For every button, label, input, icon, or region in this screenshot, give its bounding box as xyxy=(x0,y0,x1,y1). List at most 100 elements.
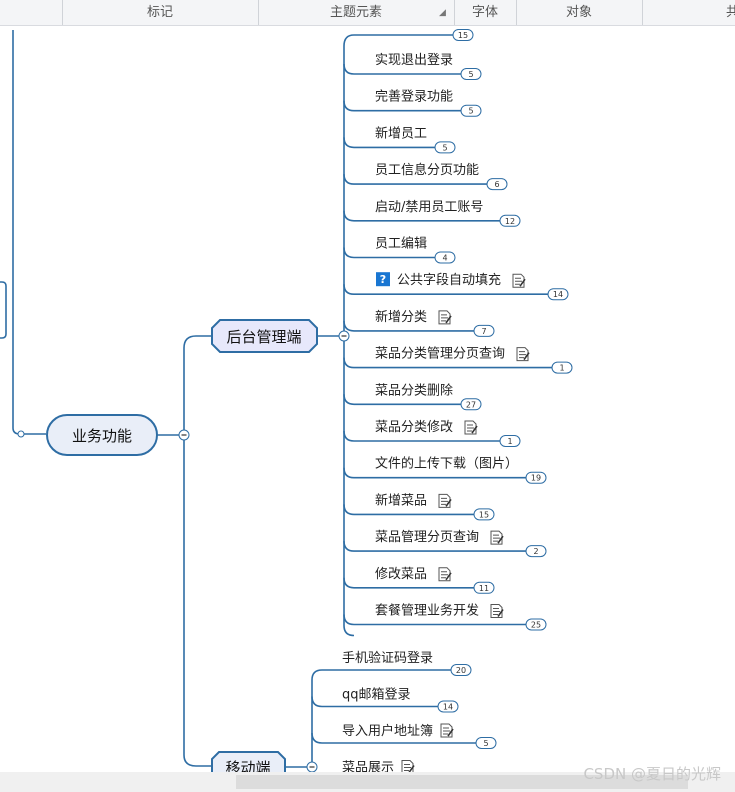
tab-topic-element[interactable]: 主题元素 xyxy=(258,0,455,25)
backend-topic-10-count-badge[interactable] xyxy=(460,398,482,411)
tab-share[interactable]: 共 xyxy=(726,5,735,20)
backend-topic-4-label: 员工信息分页功能 xyxy=(375,162,479,178)
central-node-label: 业务功能 xyxy=(72,427,132,445)
backend-topic-11-label: 菜品分类修改 xyxy=(375,420,453,435)
backend-topic-10-count-badge-label: 27 xyxy=(466,400,476,409)
ribbon-tab-bar: 标记 主题元素 ◢ 字体 对象 共 xyxy=(0,0,735,26)
backend-topic-7-help-icon[interactable] xyxy=(376,272,390,287)
backend-topic-1-count-badge[interactable] xyxy=(460,68,482,80)
backend-connector xyxy=(157,335,212,436)
offscreen-node-edge xyxy=(0,281,7,339)
backend-topic-2-count-badge[interactable] xyxy=(460,104,482,117)
backend-topic-16-label: 套餐管理业务开发 xyxy=(375,603,479,619)
backend-topic-14-note-icon[interactable] xyxy=(490,530,504,545)
backend-topic-13-count-badge-label: 15 xyxy=(479,510,489,519)
backend-topic-8-note-icon[interactable] xyxy=(438,310,452,325)
backend-topic-5-label: 启动/禁用员工账号 xyxy=(375,200,483,215)
central-node[interactable] xyxy=(46,414,158,456)
backend-topic-6-label: 员工编辑 xyxy=(375,237,427,252)
backend-topic-7-label: 公共字段自动填充 xyxy=(397,272,501,288)
backend-topic-2-label: 完善登录功能 xyxy=(375,89,453,105)
backend-topic-9-note-icon[interactable] xyxy=(516,347,530,362)
mobile-topic-2-count-badge[interactable] xyxy=(437,700,459,713)
mobile-topic-3-note-icon-pen xyxy=(447,728,454,737)
expand-arrow-icon[interactable]: ◢ xyxy=(439,8,446,18)
backend-topic-16-note-icon-pen xyxy=(497,609,504,617)
mobile-topic-1-count-badge-label: 20 xyxy=(456,666,466,675)
mobile-topic-3-count-badge[interactable] xyxy=(475,737,497,749)
backend-topic-5-curve xyxy=(343,210,355,222)
backend-topic-14-curve xyxy=(343,541,355,552)
backend-topic-10-label: 菜品分类删除 xyxy=(375,383,453,398)
backend-topic-6-curve xyxy=(343,247,355,259)
backend-topic-11-note-icon[interactable] xyxy=(464,420,478,435)
mindmap-nodes: 业务功能后台管理端15实现退出登录5完善登录功能5新增员工5员工信息分页功能6启… xyxy=(17,29,573,773)
backend-topic-11-curve xyxy=(343,430,355,442)
scrollbar-thumb[interactable] xyxy=(236,775,688,789)
backend-topic-14-count-badge[interactable] xyxy=(525,545,547,558)
backend-topic-3-label: 新增员工 xyxy=(375,125,427,141)
tab-marker[interactable]: 标记 xyxy=(62,0,259,25)
backend-topic-7-note-icon-pen xyxy=(519,278,526,287)
backend-topic-12-label: 文件的上传下载（图片） xyxy=(375,456,518,472)
backend-topic-9-curve xyxy=(343,357,355,369)
backend-topic-8-label: 新增分类 xyxy=(375,309,427,325)
backend-topic-3-count-badge[interactable] xyxy=(434,141,456,154)
backend-topic-1-count-badge-label: 5 xyxy=(468,70,473,79)
backend-topic-13-count-badge[interactable] xyxy=(473,508,495,521)
backend-node[interactable] xyxy=(211,319,318,353)
mobile-topic-2-curve xyxy=(311,696,323,708)
mobile-node-label: 移动端 xyxy=(225,759,270,772)
mobile-topic-3-note-icon-lines xyxy=(443,727,450,735)
backend-topic-8-count-badge-label: 7 xyxy=(481,327,486,336)
backend-topic-7-note-icon[interactable] xyxy=(512,273,526,288)
backend-topic-2-count-badge-label: 5 xyxy=(468,107,473,116)
mobile-topic-4-note-icon-lines xyxy=(404,764,411,771)
mobile-topic-3-label: 导入用户地址簿 xyxy=(342,723,433,739)
backend-topic-13-note-icon[interactable] xyxy=(438,493,452,508)
backend-topic-16-note-icon[interactable] xyxy=(490,604,504,618)
mobile-topic-3-note-icon[interactable] xyxy=(440,723,454,738)
backend-topic-6-count-badge[interactable] xyxy=(434,251,456,264)
backend-topic-4-count-badge-label: 6 xyxy=(494,180,499,189)
topic-count-badge-partial[interactable] xyxy=(452,29,474,41)
backend-topic-7-help-glyph: ? xyxy=(380,273,386,286)
backend-topic-1-curve xyxy=(343,63,355,75)
backend-spine-bottom xyxy=(343,341,355,637)
backend-topic-14-label: 菜品管理分页查询 xyxy=(375,530,479,545)
backend-topic-9-count-badge[interactable] xyxy=(551,361,573,374)
backend-topic-12-count-badge[interactable] xyxy=(525,471,547,484)
mobile-topic-4-note-icon-pen xyxy=(408,765,415,772)
tab-font[interactable]: 字体 xyxy=(454,0,517,25)
backend-topic-8-note-icon-lines xyxy=(441,314,448,322)
backend-topic-5-count-badge-label: 12 xyxy=(505,217,515,226)
backend-topic-11-count-badge[interactable] xyxy=(499,435,521,447)
backend-topic-15-note-icon[interactable] xyxy=(438,567,452,582)
backend-topic-11-note-icon-lines xyxy=(467,424,474,432)
mobile-topic-3-curve xyxy=(311,732,323,744)
backend-topic-16-note-icon-lines xyxy=(493,608,500,615)
backend-topic-16-count-badge[interactable] xyxy=(525,618,547,631)
topic-count-badge-partial-label: 15 xyxy=(458,31,468,40)
mobile-node[interactable] xyxy=(211,751,286,772)
backend-topic-15-count-badge[interactable] xyxy=(473,581,495,594)
backend-topic-9-note-icon-lines xyxy=(519,351,526,359)
horizontal-scrollbar[interactable] xyxy=(0,772,735,792)
backend-topic-5-count-badge[interactable] xyxy=(499,214,521,227)
tab-hidden-left[interactable] xyxy=(0,0,63,25)
backend-topic-7-count-badge[interactable] xyxy=(547,288,569,301)
backend-topic-11-count-badge-label: 1 xyxy=(507,437,512,446)
mobile-topic-1-count-badge[interactable] xyxy=(450,664,472,676)
backend-topic-12-curve xyxy=(343,467,355,479)
backend-topic-3-curve xyxy=(343,137,355,149)
backend-topic-8-count-badge[interactable] xyxy=(473,324,495,337)
backend-topic-4-curve xyxy=(343,174,355,185)
backend-topic-4-count-badge[interactable] xyxy=(486,178,508,191)
tab-object[interactable]: 对象 xyxy=(516,0,643,25)
backend-topic-15-curve xyxy=(343,577,355,589)
mobile-topic-4-label: 菜品展示 xyxy=(342,761,394,773)
mobile-topic-4-note-icon[interactable] xyxy=(401,760,415,773)
backend-topic-12-count-badge-label: 19 xyxy=(531,474,541,483)
backend-topic-8-curve xyxy=(343,320,355,332)
backend-topic-15-note-icon-lines xyxy=(441,571,448,579)
